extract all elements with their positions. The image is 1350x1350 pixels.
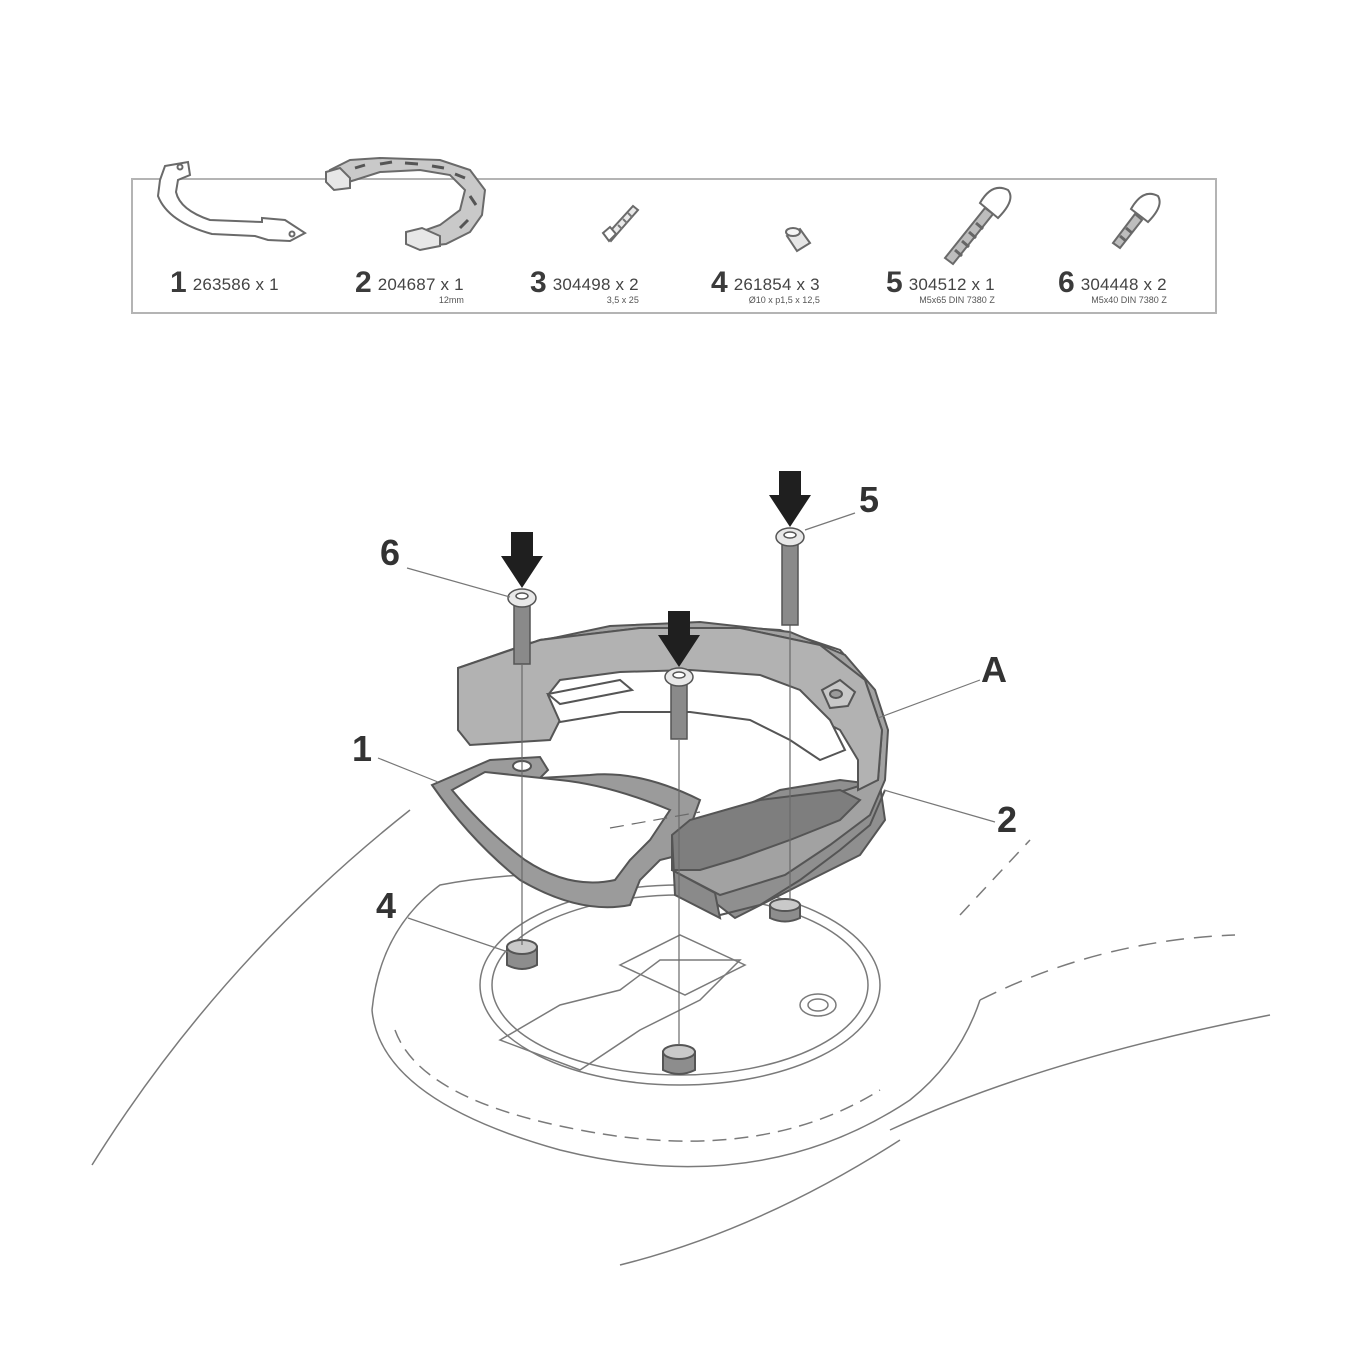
part-1-label: 1 263586 x 1 <box>170 268 279 298</box>
part-spec: Ø10 x p1,5 x 12,5 <box>748 295 820 305</box>
part-spec: M5x40 DIN 7380 Z <box>1091 295 1167 305</box>
part-6-label: 6 304448 x 2 M5x40 DIN 7380 Z <box>1058 266 1167 306</box>
part-code: 261854 x 3 <box>733 275 820 294</box>
bolt-part-6-installed-center <box>664 667 694 740</box>
part-code: 204687 x 1 <box>377 275 464 294</box>
part-4-nut-illustration <box>785 227 812 253</box>
bracket-part-1 <box>430 755 702 909</box>
callout-5: 5 <box>859 479 880 520</box>
part-spec: M5x65 DIN 7380 Z <box>919 295 995 305</box>
part-spec: 12mm <box>438 295 464 305</box>
arrow-down-icon <box>658 611 700 667</box>
part-spec: 3,5 x 25 <box>606 295 639 305</box>
parts-list-frame <box>131 178 1217 314</box>
part-code: 304498 x 2 <box>552 275 639 294</box>
part-number: 4 <box>711 266 728 299</box>
part-number: 1 <box>170 266 187 299</box>
part-2-label: 2 204687 x 1 12mm <box>355 266 464 306</box>
tank-stud-left <box>506 939 538 970</box>
part-3-label: 3 304498 x 2 3,5 x 25 <box>530 266 639 306</box>
callout-leader-lines <box>377 512 996 953</box>
part-number: 6 <box>1058 266 1075 299</box>
fuel-tank-outline <box>91 809 1271 1266</box>
callout-6: 6 <box>380 532 401 573</box>
part-code: 263586 x 1 <box>192 275 279 294</box>
tank-ring-a <box>457 620 890 920</box>
part-number: 5 <box>886 266 903 299</box>
callout-a: A <box>981 649 1007 690</box>
part-2-ring-adapter-illustration <box>325 156 487 252</box>
assembly-guide-lines <box>521 625 791 1045</box>
part-1-bracket-illustration <box>156 160 307 243</box>
part-3-screw-illustration <box>601 204 640 243</box>
part-5-long-bolt-illustration <box>943 186 1012 266</box>
part-4-label: 4 261854 x 3 Ø10 x p1,5 x 12,5 <box>711 266 820 306</box>
part-number: 2 <box>355 266 372 299</box>
arrow-down-icon <box>501 532 543 588</box>
callout-4: 4 <box>376 885 397 926</box>
tank-stud-right <box>769 898 801 923</box>
callout-2: 2 <box>997 799 1018 840</box>
part-code: 304512 x 1 <box>908 275 995 294</box>
part-6-short-bolt-illustration <box>1111 192 1161 250</box>
tank-stud-front <box>662 1044 696 1075</box>
part-code: 304448 x 2 <box>1080 275 1167 294</box>
part-number: 3 <box>530 266 547 299</box>
arrow-down-icon <box>769 471 811 527</box>
bolt-part-6-installed <box>507 588 537 665</box>
part-5-label: 5 304512 x 1 M5x65 DIN 7380 Z <box>886 266 995 306</box>
bolt-part-5-installed <box>775 527 805 626</box>
callout-1: 1 <box>352 728 373 769</box>
